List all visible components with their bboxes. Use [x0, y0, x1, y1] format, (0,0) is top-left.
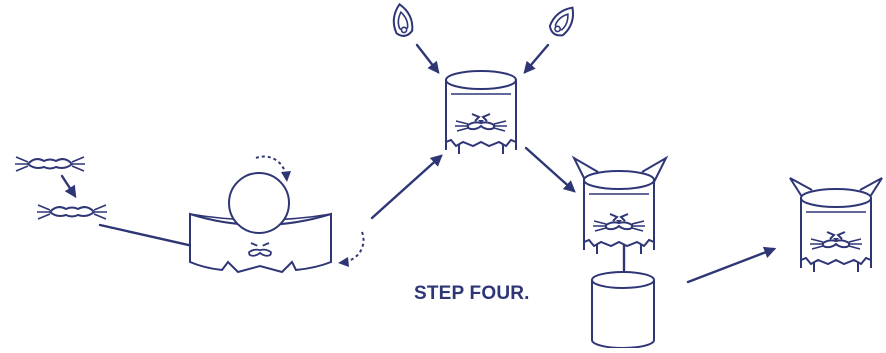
rotate-arrow-icon: [337, 231, 365, 268]
plain-cylinder: [591, 271, 655, 349]
arrow-ear-right-to-drum: [523, 43, 550, 74]
ear-piece: [389, 1, 415, 39]
flow-arrows: [60, 43, 777, 285]
finished-cat-drum: [789, 177, 883, 272]
cat-drum: [446, 71, 516, 154]
ear-piece: [545, 1, 581, 40]
step-label: STEP FOUR.: [414, 283, 530, 304]
mustache-piece: [36, 204, 108, 220]
arrow-ear-left-to-drum: [415, 43, 440, 74]
arrow-drum-to-eared-drum: [524, 146, 576, 193]
eared-cat-drum: [571, 155, 669, 254]
mustache-piece: [14, 156, 86, 172]
arrow-band-to-drum: [370, 154, 443, 220]
ball: [228, 172, 290, 234]
arrow-mustache-to-mustache: [60, 174, 77, 199]
arrow-to-finished-drum: [686, 246, 777, 284]
